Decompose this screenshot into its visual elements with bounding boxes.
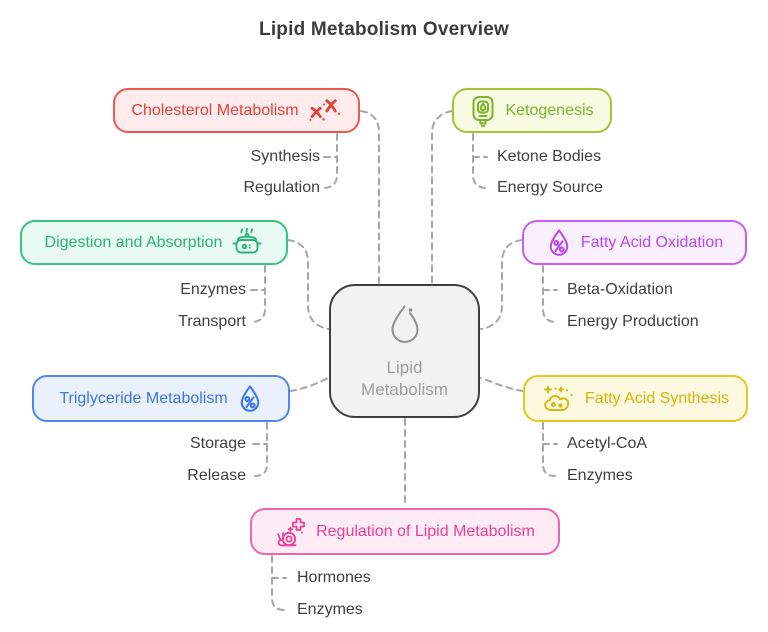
snail-plus-icon (275, 515, 307, 549)
droplet-icon (383, 301, 427, 352)
child-hormones[interactable]: Hormones (297, 569, 371, 586)
node-triglyceride-metabolism[interactable]: Triglyceride Metabolism (32, 375, 290, 422)
node-label: Triglyceride Metabolism (59, 389, 228, 407)
chromosome-icon (308, 97, 342, 125)
node-label: Digestion and Absorption (44, 233, 223, 251)
child-release[interactable]: Release (187, 467, 246, 484)
child-enzymes-synthesis[interactable]: Enzymes (567, 467, 633, 484)
child-synthesis[interactable]: Synthesis (250, 148, 320, 165)
node-fatty-acid-oxidation[interactable]: Fatty Acid Oxidation (522, 220, 747, 265)
page-title: Lipid Metabolism Overview (259, 19, 509, 40)
child-regulation[interactable]: Regulation (243, 179, 321, 196)
sparkle-foam-icon (542, 384, 576, 414)
edge-center-oxidation (480, 239, 523, 330)
node-lipid-metabolism-center[interactable]: Lipid Metabolism (329, 284, 480, 418)
node-label: Ketogenesis (505, 101, 594, 119)
child-ketone-bodies[interactable]: Ketone Bodies (497, 148, 602, 165)
child-energy-source[interactable]: Energy Source (497, 179, 603, 196)
droplet-percent-icon (546, 228, 572, 258)
edge-fasynthesis-children (542, 422, 556, 477)
edge-oxidation-children (542, 265, 555, 323)
node-label: Regulation of Lipid Metabolism (316, 522, 535, 540)
edge-ketogenesis-children (472, 133, 486, 189)
edge-center-triglyceride (289, 377, 329, 392)
child-transport[interactable]: Transport (178, 313, 246, 330)
node-label: Cholesterol Metabolism (131, 101, 299, 119)
edge-regulation-children (271, 555, 285, 611)
edge-center-digestion (287, 239, 330, 330)
ketone-meter-icon (470, 95, 496, 127)
child-enzymes-regulation[interactable]: Enzymes (297, 601, 363, 618)
edge-center-ketogenesis (431, 110, 453, 284)
edge-center-cholesterol (360, 110, 380, 284)
child-enzymes-digestion[interactable]: Enzymes (180, 281, 246, 298)
node-cholesterol-metabolism[interactable]: Cholesterol Metabolism (113, 88, 360, 133)
center-node-label: Lipid Metabolism (361, 357, 448, 399)
child-energy-production[interactable]: Energy Production (567, 313, 699, 330)
edge-center-fasynthesis (480, 377, 524, 392)
node-ketogenesis[interactable]: Ketogenesis (452, 88, 612, 133)
node-digestion-and-absorption[interactable]: Digestion and Absorption (20, 220, 288, 265)
edge-digestion-children (252, 265, 266, 323)
cooking-pot-icon (231, 227, 263, 259)
node-regulation-of-lipid-metabolism[interactable]: Regulation of Lipid Metabolism (250, 508, 560, 555)
edge-cholesterol-children (324, 133, 338, 189)
child-storage[interactable]: Storage (189, 435, 246, 452)
child-acetyl-coa[interactable]: Acetyl-CoA (567, 435, 648, 452)
node-label: Fatty Acid Oxidation (580, 233, 724, 251)
node-label: Fatty Acid Synthesis (584, 389, 730, 407)
node-fatty-acid-synthesis[interactable]: Fatty Acid Synthesis (523, 375, 748, 422)
droplet-percent-icon (237, 384, 263, 414)
edge-triglyceride-children (254, 422, 268, 477)
child-beta-oxidation[interactable]: Beta-Oxidation (567, 281, 673, 298)
